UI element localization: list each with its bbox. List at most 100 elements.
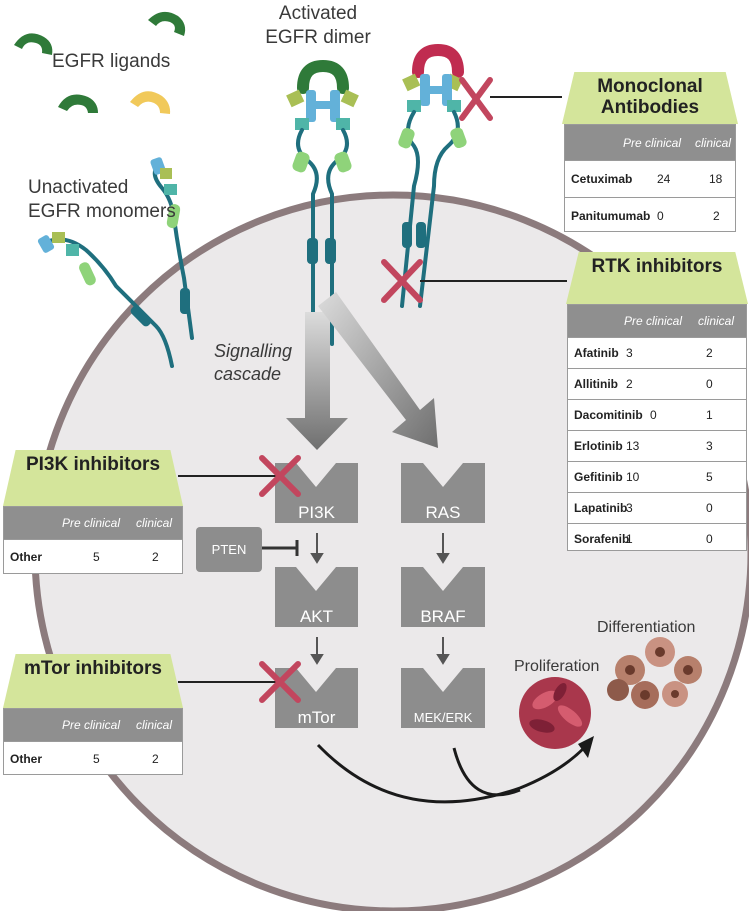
preclinical-count: 3: [626, 501, 633, 515]
pten-node: [196, 527, 262, 572]
braf-node-label: BRAF: [420, 607, 466, 626]
proliferation-cells-icon: [519, 677, 591, 749]
table-header: Pre clinical clinical: [565, 125, 735, 160]
unactivated-egfr-monomer: [150, 157, 194, 340]
preclinical-count: 1: [626, 532, 633, 546]
clinical-count: 2: [152, 751, 159, 766]
col-preclinical-header: Pre clinical: [623, 135, 682, 150]
drug-name: Sorafenib: [574, 532, 630, 546]
col-clinical-header: clinical: [695, 135, 732, 150]
table-header: Pre clinical clinical: [4, 507, 182, 539]
drug-name: Lapatinib: [574, 501, 628, 515]
clinical-count: 5: [706, 470, 713, 484]
cascade-arrow-ras: [318, 292, 438, 448]
ras-node-label: RAS: [425, 503, 461, 522]
clinical-count: 0: [706, 532, 713, 546]
activated-egfr-dimer: [286, 59, 359, 346]
preclinical-count: 5: [93, 751, 100, 766]
table-row: Afatinib 3 2: [568, 337, 746, 368]
akt-node: [275, 567, 358, 627]
mek-erk-node-label: MEK/ERK: [413, 710, 473, 725]
drug-name: Other: [10, 751, 43, 766]
table-header: Pre clinical clinical: [4, 709, 182, 741]
col-preclinical-header: Pre clinical: [624, 314, 683, 328]
mek-erk-node: [401, 668, 485, 728]
preclinical-count: 0: [657, 208, 664, 223]
clinical-count: 18: [709, 172, 723, 186]
pi3k-node-label: PI3K: [298, 503, 335, 522]
table-row: Other 5 2: [4, 539, 182, 574]
activated-dimer-label: Activated EGFR dimer: [265, 3, 371, 48]
preclinical-count: 0: [650, 408, 657, 422]
monoclonal-antibodies-title: Monoclonal Antibodies: [562, 72, 738, 124]
preclinical-count: 5: [93, 550, 100, 564]
drug-name: Cetuximab: [571, 172, 633, 186]
signalling-cascade-label: Signalling cascade: [214, 341, 293, 384]
pi3k-node: [275, 463, 358, 523]
pi3k-inhibitors-table: Pre clinical clinical Other 5 2: [3, 506, 183, 574]
table-row: Dacomitinib 0 1: [568, 399, 746, 430]
table-row: Cetuximab 24 18: [565, 160, 735, 197]
preclinical-count: 2: [626, 377, 633, 391]
ligand-icon: [14, 11, 186, 113]
inhibit-x-monoclonal-icon: [459, 77, 493, 121]
pten-inhibition-line: [262, 540, 299, 556]
drug-name: Afatinib: [574, 346, 619, 360]
clinical-count: 2: [152, 550, 159, 564]
preclinical-count: 10: [626, 470, 640, 484]
clinical-count: 2: [706, 346, 713, 360]
preclinical-count: 3: [626, 346, 633, 360]
col-clinical-header: clinical: [136, 718, 173, 732]
clinical-count: 3: [706, 439, 713, 453]
unactivated-egfr-monomer: [37, 232, 174, 368]
proliferation-label: Proliferation: [514, 658, 600, 675]
clinical-count: 1: [706, 408, 713, 422]
rtk-inhibitors-table: Pre clinical clinical Afatinib 3 2 Allitin…: [567, 304, 747, 551]
table-row: Other 5 2: [4, 741, 182, 775]
outcome-arrowhead: [578, 736, 594, 758]
col-clinical-header: clinical: [698, 314, 735, 328]
clinical-count: 0: [706, 377, 713, 391]
mtor-node: [275, 668, 358, 728]
preclinical-count: 13: [626, 439, 640, 453]
pten-node-label: PTEN: [211, 542, 247, 557]
rtk-inhibitors-title: RTK inhibitors: [566, 252, 748, 304]
mtor-inhibitors-table: Pre clinical clinical Other 5 2: [3, 708, 183, 775]
ligand-yellow-icon: [130, 91, 171, 114]
unactivated-monomers-label: Unactivated EGFR monomers: [28, 177, 176, 222]
inhibited-egfr-dimer: [398, 43, 467, 308]
differentiation-label: Differentiation: [597, 619, 696, 636]
inhibit-x-pi3k-icon: [259, 455, 301, 497]
col-preclinical-header: Pre clinical: [62, 718, 121, 732]
akt-node-label: AKT: [299, 607, 334, 626]
mek-to-outcome-arrow: [452, 747, 521, 797]
pi3k-inhibitors-title: PI3K inhibitors: [3, 450, 183, 506]
preclinical-count: 24: [657, 172, 671, 186]
mtor-node-label: mTor: [297, 708, 336, 727]
inhibit-x-mtor-icon: [259, 661, 301, 703]
col-clinical-header: clinical: [136, 516, 173, 530]
braf-node: [401, 567, 485, 627]
inhibit-x-rtk-icon: [381, 259, 423, 303]
drug-name: Other: [10, 550, 43, 564]
drug-name: Gefitinib: [574, 470, 623, 484]
egfr-ligands-label: EGFR ligands: [52, 51, 171, 72]
clinical-count: 0: [706, 501, 713, 515]
drug-name: Allitinib: [574, 377, 618, 391]
monoclonal-antibodies-table: Pre clinical clinical Cetuximab 24 18 Pa…: [564, 124, 736, 232]
table-row: Allitinib 2 0: [568, 368, 746, 399]
table-header: Pre clinical clinical: [568, 305, 746, 337]
mtor-to-outcome-arrow: [316, 743, 586, 804]
drug-name: Erlotinib: [574, 439, 623, 453]
drug-name: Dacomitinib: [574, 408, 643, 422]
col-preclinical-header: Pre clinical: [62, 516, 121, 530]
table-row: Panitumumab 0 2: [565, 197, 735, 233]
mtor-inhibitors-title: mTor inhibitors: [3, 654, 183, 708]
ras-node: [401, 463, 485, 523]
cascade-arrow-pi3k: [286, 312, 348, 450]
differentiation-cells-icon: [607, 637, 702, 709]
